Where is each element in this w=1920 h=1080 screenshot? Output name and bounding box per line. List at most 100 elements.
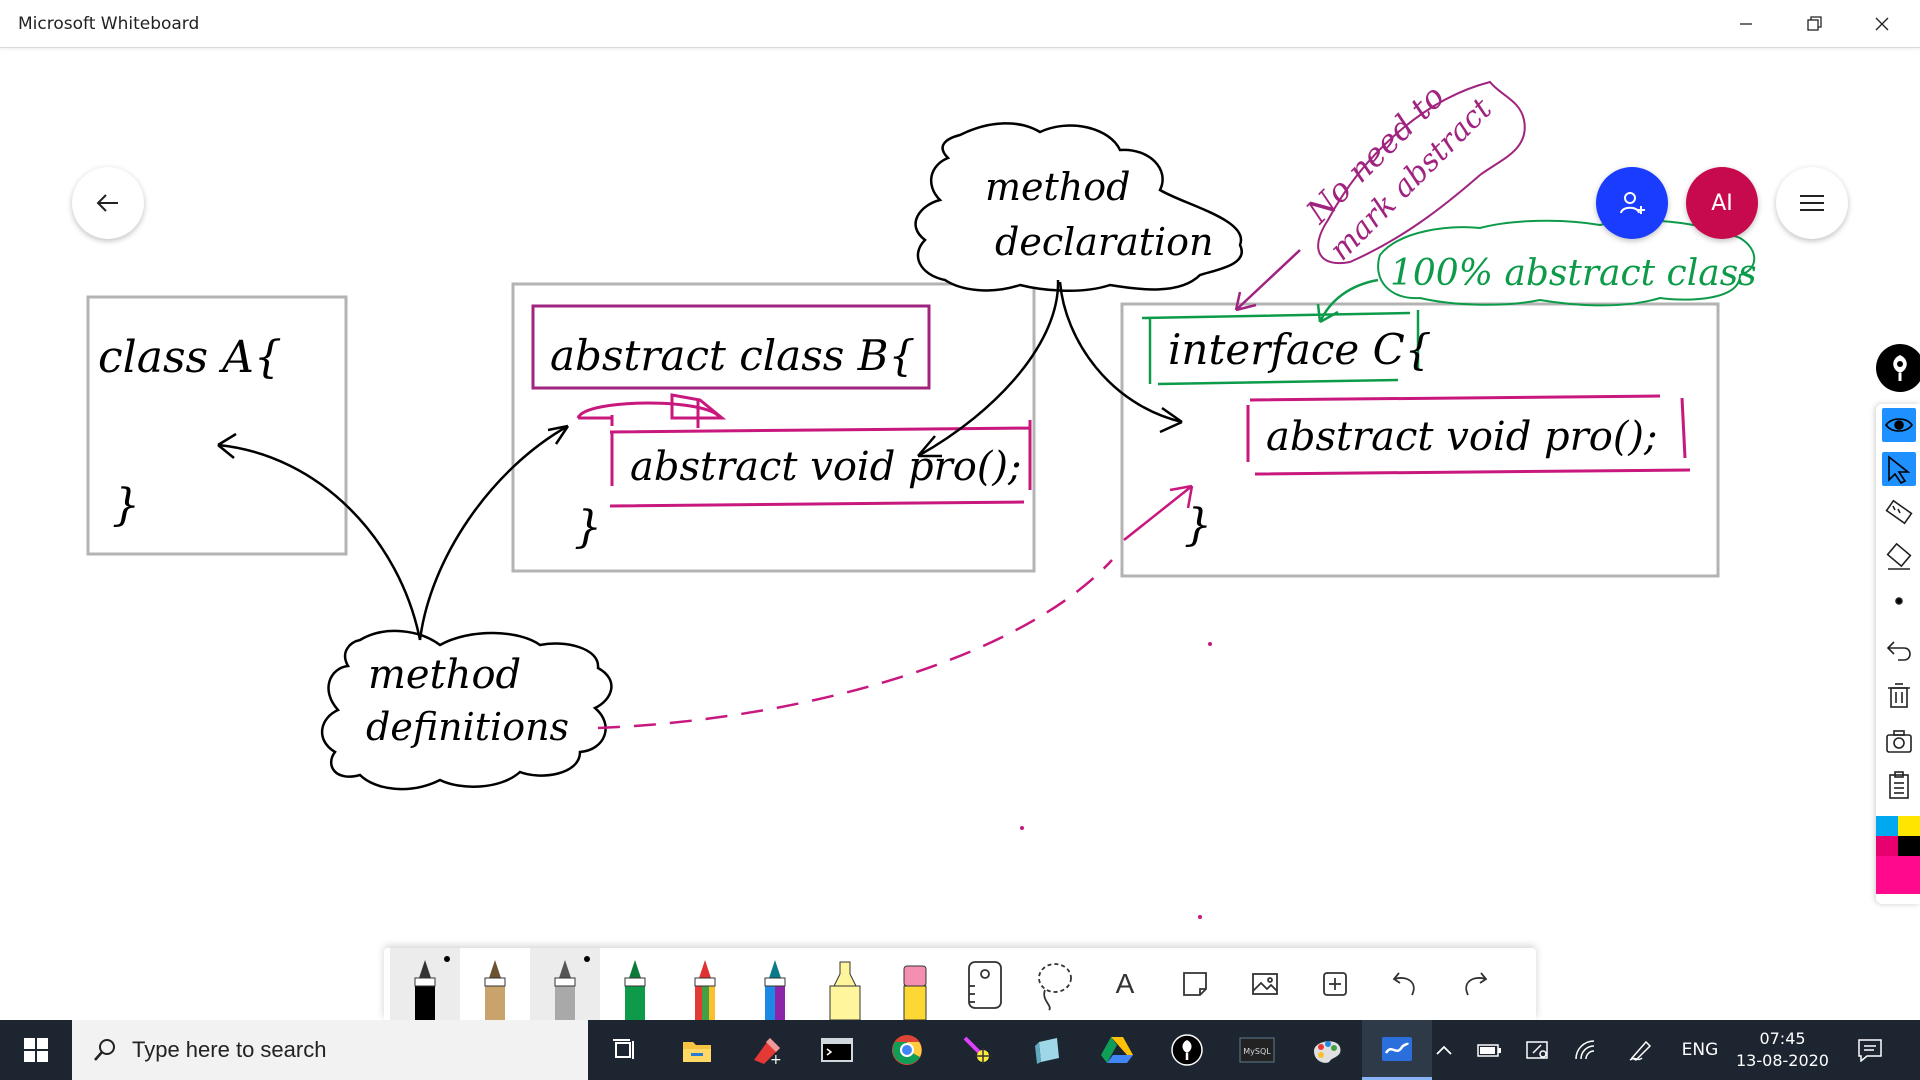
add-person-icon [1620,192,1645,214]
arrow-declaration-to-b [917,279,1060,458]
abstract-class-highlight [531,304,931,390]
whiteboard-button[interactable] [1362,1020,1432,1080]
pen-workspace-icon [1629,1040,1652,1061]
box-interface-c[interactable] [1120,302,1720,578]
hamburger-icon [1800,195,1824,211]
pen-mode-button[interactable] [1876,344,1920,392]
task-view-icon [613,1039,634,1059]
ruler-icon [968,961,1002,1009]
cloud-method-declaration[interactable] [914,122,1243,293]
windows-taskbar: Type here to search + MySQL [0,1020,1920,1080]
pen-icon [414,960,436,1020]
delete-icon [1888,683,1910,708]
definitions-line1: method [368,652,521,698]
ruler-tool[interactable] [950,948,1020,1020]
image-tool[interactable] [1230,948,1300,1020]
undo-side-button[interactable] [1882,632,1916,666]
eraser-icon [903,965,927,1020]
battery-icon [1477,1044,1501,1057]
pen-icon [694,960,716,1020]
interface-c-text: interface C{ [1168,325,1431,374]
back-button[interactable] [72,167,144,239]
silver-pen-tool[interactable] [530,948,600,1020]
black-pen-tool[interactable] [390,948,460,1020]
minimize-button[interactable] [1712,0,1780,48]
task-view-button[interactable] [590,1020,660,1080]
invite-button[interactable] [1596,167,1668,239]
box-class-a[interactable] [86,295,348,556]
wifi-button[interactable] [1566,1020,1606,1080]
screen-sketch-button[interactable] [1518,1020,1558,1080]
rainbow-pen-tool[interactable] [670,948,740,1020]
bug-app-button[interactable] [942,1020,1012,1080]
clock[interactable]: 07:45 13-08-2020 [1725,1020,1840,1080]
method-underline-c [1246,394,1691,476]
notifications-button[interactable] [1840,1020,1900,1080]
dot-button[interactable] [1882,584,1916,618]
inherit-marker [576,401,722,426]
box-class-b[interactable] [511,282,1036,573]
redo-tool[interactable] [1440,948,1510,1020]
add-icon [1323,972,1347,996]
ink-layer[interactable]: class A{ } abstract class B{ abstract vo… [0,48,1920,1020]
highlighter-tool[interactable] [810,948,880,1020]
user-avatar[interactable]: AI [1686,167,1758,239]
gold-pen-tool[interactable] [460,948,530,1020]
clipboard-button[interactable] [1882,768,1916,802]
pen-icon [484,960,506,1020]
chrome-button[interactable] [872,1020,942,1080]
camera-icon [1886,730,1912,753]
battery-button[interactable] [1470,1020,1510,1080]
arrow-declaration-to-c [1058,281,1183,424]
whiteboard-canvas[interactable]: class A{ } abstract class B{ abstract vo… [0,48,1920,1020]
pen-workspace-button[interactable] [1616,1020,1666,1080]
pen-icon [554,960,576,1020]
text-tool[interactable]: A [1115,968,1135,999]
class-a-text: class A{ [98,332,282,383]
ruler-button[interactable] [1882,496,1916,530]
menu-button[interactable] [1776,167,1848,239]
color-swatch-black[interactable] [1898,836,1920,856]
select-button[interactable] [1882,452,1916,486]
file-explorer-icon [683,1042,711,1062]
highlighter-icon [829,961,861,1020]
declaration-line2: declaration [995,220,1214,264]
pen-icon [624,960,646,1020]
lasso-tool[interactable] [1020,948,1090,1020]
undo-tool[interactable] [1370,948,1440,1020]
mysql-button[interactable]: MySQL [1222,1020,1292,1080]
camera-button[interactable] [1882,724,1916,758]
tray-overflow-button[interactable] [1424,1020,1464,1080]
start-button[interactable] [0,1020,72,1080]
restore-button[interactable] [1780,0,1848,48]
eraser-button[interactable] [1882,540,1916,574]
taskbar-search[interactable]: Type here to search [72,1020,588,1080]
paint-3d-button[interactable]: + [732,1020,802,1080]
pen-app-button[interactable] [1152,1020,1222,1080]
cloud-method-definitions[interactable] [320,629,613,791]
add-tool[interactable] [1300,948,1370,1020]
color-swatch-cyan[interactable] [1876,816,1898,836]
terminal-button[interactable] [802,1020,872,1080]
view-button[interactable] [1882,408,1916,442]
file-explorer-button[interactable] [662,1020,732,1080]
search-placeholder: Type here to search [132,1037,327,1062]
undo-icon [1886,641,1911,661]
paint-button[interactable] [1292,1020,1362,1080]
class-a-close: } [112,480,140,531]
note-tool[interactable] [1160,948,1230,1020]
clock-time: 07:45 [1759,1029,1806,1048]
delete-button[interactable] [1882,678,1916,712]
close-button[interactable] [1848,0,1916,48]
green-pen-tool[interactable] [600,948,670,1020]
google-drive-button[interactable] [1082,1020,1152,1080]
clipboard-icon [1889,771,1909,799]
color-swatch-pink[interactable] [1876,856,1920,894]
google-drive-icon [1101,1037,1133,1063]
color-swatch-yellow[interactable] [1898,816,1920,836]
galaxy-pen-tool[interactable] [740,948,810,1020]
3d-viewer-button[interactable] [1012,1020,1082,1080]
language-indicator[interactable]: ENG [1681,1040,1719,1060]
clock-date: 13-08-2020 [1736,1051,1829,1070]
eraser-tool[interactable] [880,948,950,1020]
